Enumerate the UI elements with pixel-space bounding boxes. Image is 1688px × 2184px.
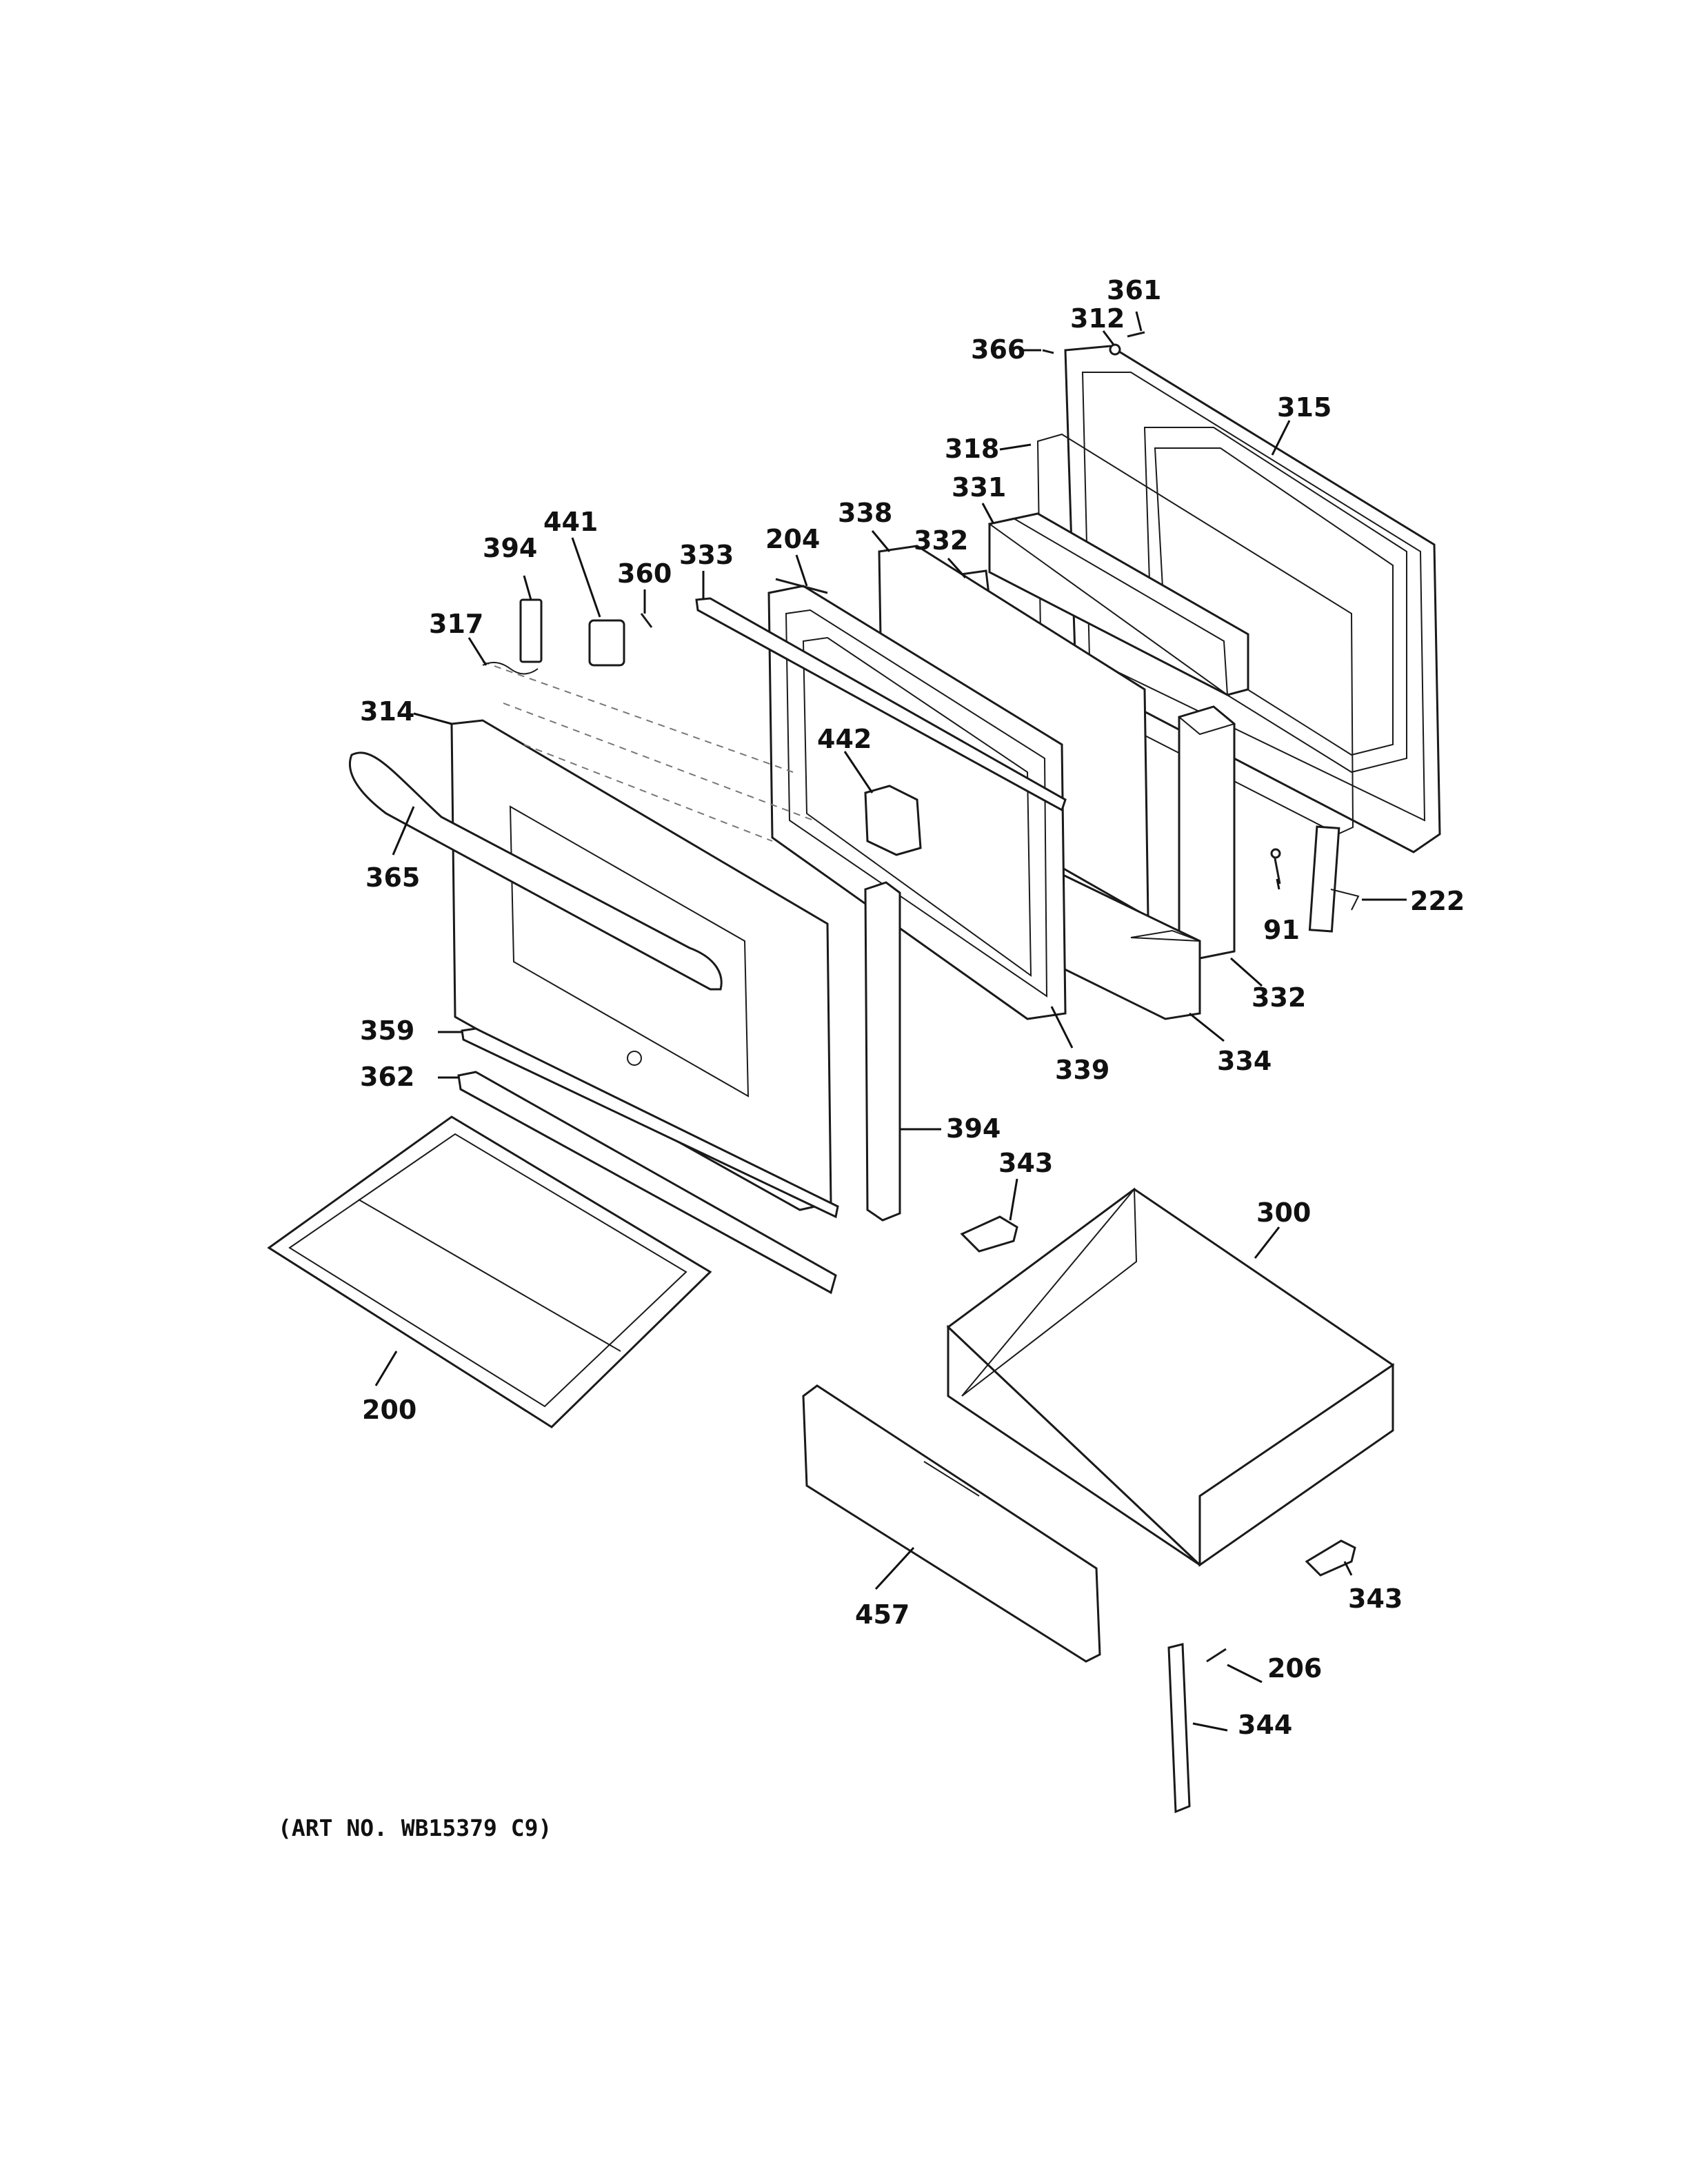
callout-366: 366 xyxy=(971,334,1025,365)
callout-361: 361 xyxy=(1107,275,1161,305)
washer-312 xyxy=(1109,343,1121,356)
callout-343-bot: 343 xyxy=(1348,1584,1403,1614)
channel-394-lower xyxy=(864,881,901,1222)
door-trim-359 xyxy=(461,1027,839,1219)
insulation-block-331 xyxy=(987,512,1249,697)
door-channel-333 xyxy=(695,597,1067,812)
callout-360: 360 xyxy=(617,558,672,589)
leader-lines xyxy=(374,311,1407,1732)
callout-300: 300 xyxy=(1256,1197,1311,1228)
spring-317 xyxy=(482,662,539,675)
slide-clip-343-upper xyxy=(960,1215,1018,1253)
callout-332-mid: 332 xyxy=(1252,982,1306,1013)
screw-360 xyxy=(640,613,653,628)
screw-366 xyxy=(1042,349,1054,354)
callout-343-top: 343 xyxy=(998,1148,1053,1178)
drawer-front-457 xyxy=(802,1384,1101,1663)
callout-362: 362 xyxy=(360,1062,414,1092)
door-trim-362 xyxy=(457,1071,837,1295)
door-strip-204 xyxy=(775,578,828,594)
drawer-body-300 xyxy=(946,1187,1395,1567)
callout-200: 200 xyxy=(362,1395,416,1425)
slide-clip-343-lower xyxy=(1305,1539,1356,1577)
door-handle-365 xyxy=(348,751,723,991)
oven-rack-200 xyxy=(267,1115,712,1428)
callout-315: 315 xyxy=(1277,392,1332,423)
callout-365: 365 xyxy=(365,862,420,893)
callout-317: 317 xyxy=(429,609,483,639)
callout-labels: 361 312 366 315 318 331 338 332 204 333 … xyxy=(360,275,1465,1740)
drawer-rail-344 xyxy=(1167,1643,1191,1814)
callout-394-mid: 394 xyxy=(946,1113,1001,1144)
callout-91: 91 xyxy=(1263,915,1300,945)
door-hinge-222 xyxy=(1308,825,1360,933)
callout-333: 333 xyxy=(679,540,734,570)
callout-344: 344 xyxy=(1238,1710,1292,1740)
clip-441 xyxy=(588,619,625,667)
callout-314: 314 xyxy=(360,696,414,727)
callout-394-top: 394 xyxy=(483,533,537,563)
callout-222: 222 xyxy=(1410,886,1465,916)
callout-441: 441 xyxy=(543,507,598,537)
screw-206 xyxy=(1206,1648,1227,1663)
screw-91 xyxy=(1270,848,1281,884)
callout-442: 442 xyxy=(817,724,872,754)
callout-318: 318 xyxy=(945,434,999,464)
callout-334: 334 xyxy=(1217,1046,1272,1076)
callout-359: 359 xyxy=(360,1015,414,1046)
callout-339: 339 xyxy=(1055,1055,1109,1085)
callout-204: 204 xyxy=(765,524,820,554)
screw-361 xyxy=(1127,331,1145,338)
callout-332-top: 332 xyxy=(914,525,968,556)
callout-206: 206 xyxy=(1267,1653,1322,1684)
callout-457: 457 xyxy=(855,1599,910,1630)
bracket-394-upper xyxy=(519,598,543,663)
callout-312: 312 xyxy=(1070,303,1125,334)
hinge-bracket-442 xyxy=(864,785,922,856)
alignment-lines xyxy=(482,661,814,842)
callout-331: 331 xyxy=(952,472,1006,503)
insulation-block-332-lower xyxy=(1177,705,1236,960)
callout-338: 338 xyxy=(838,498,892,528)
art-number: (ART NO. WB15379 C9) xyxy=(278,1814,552,1841)
